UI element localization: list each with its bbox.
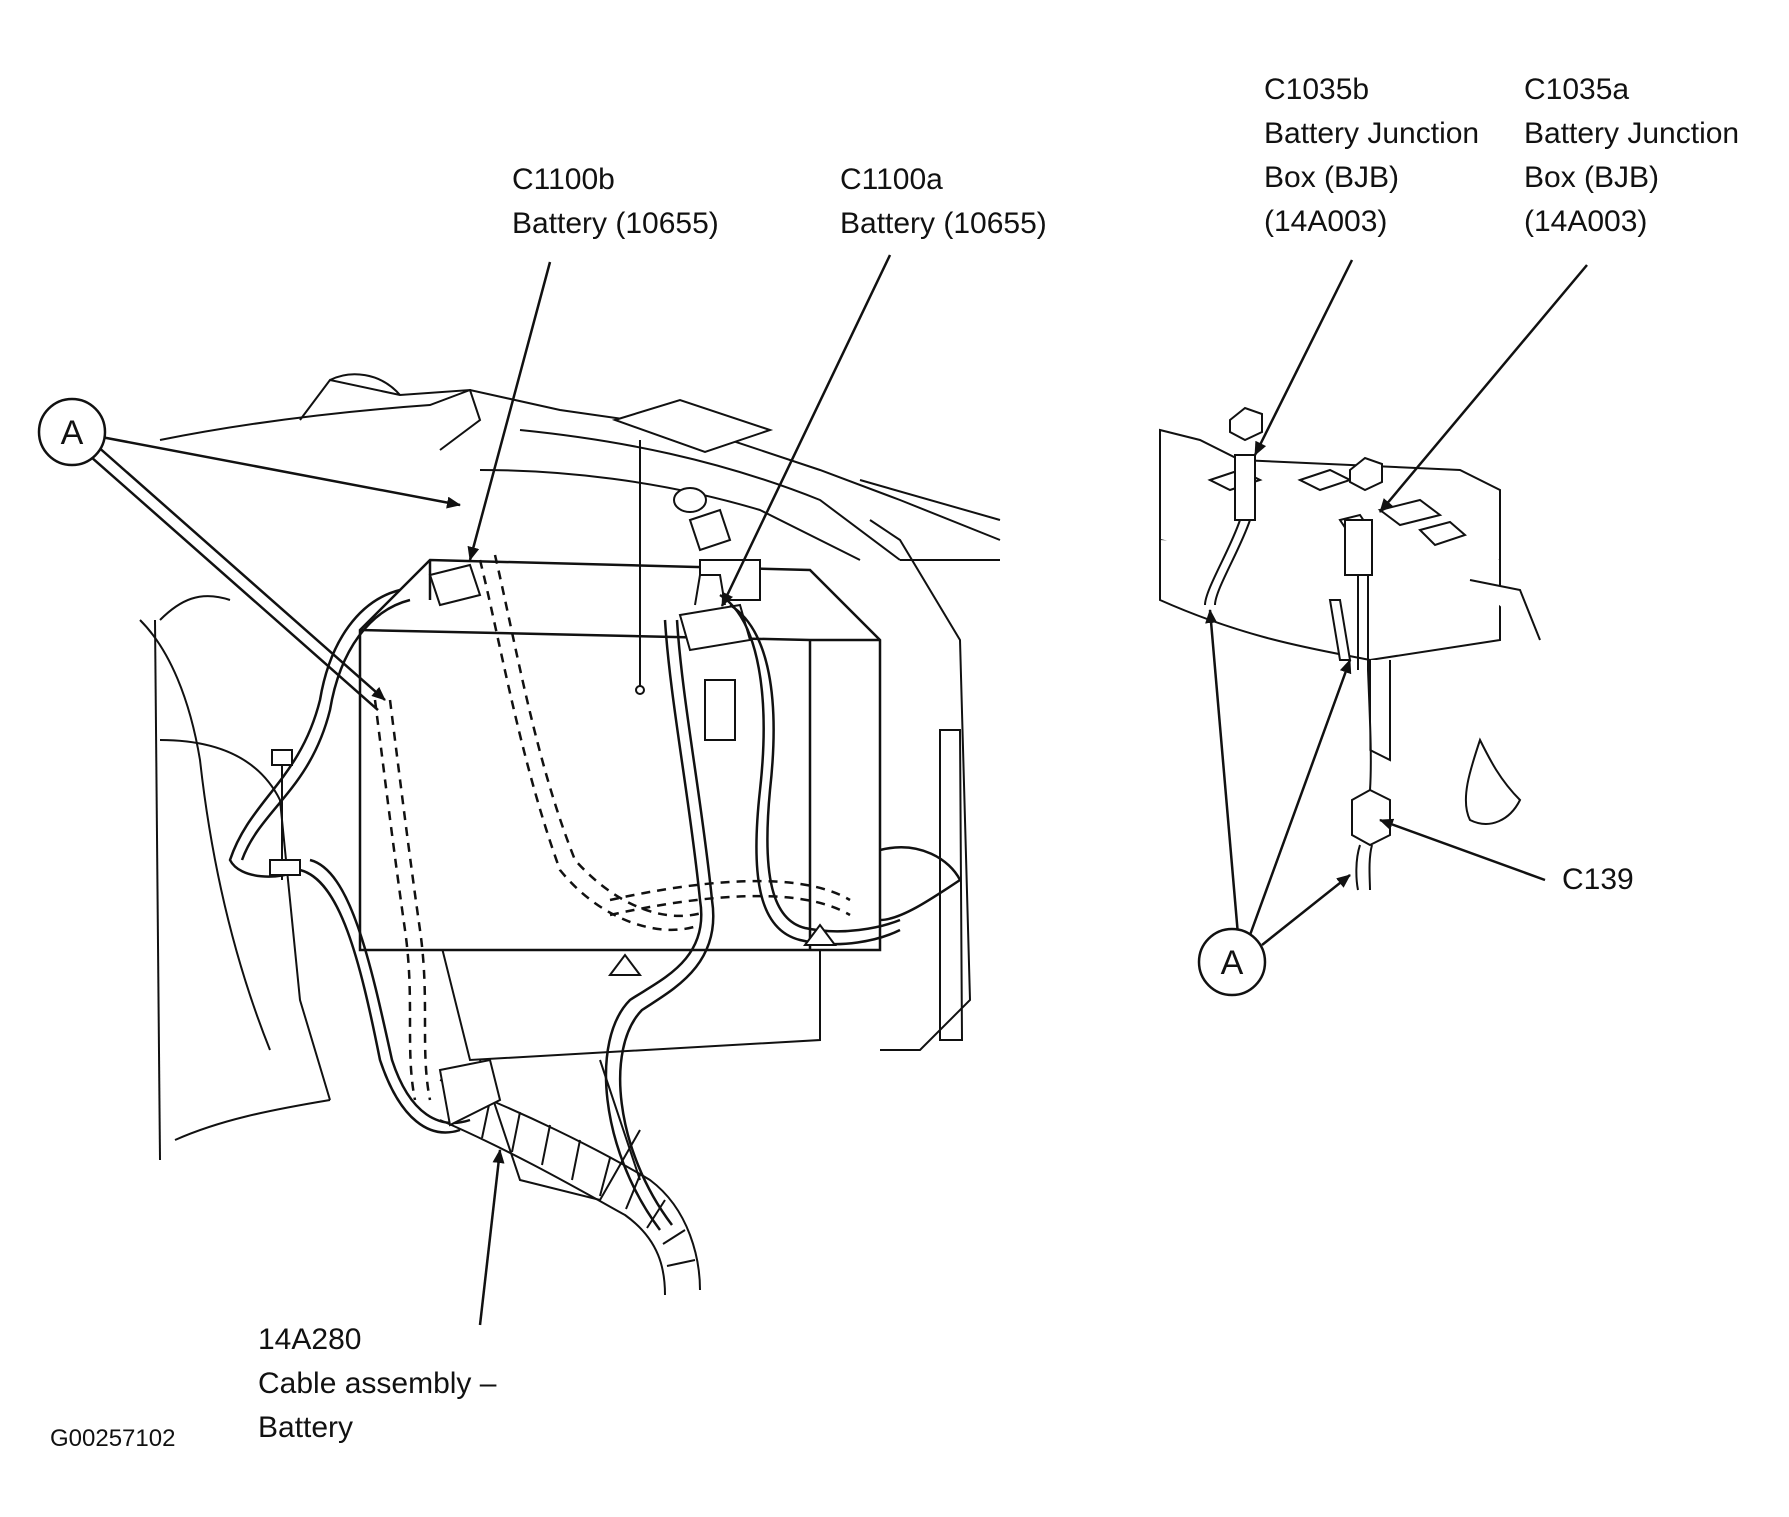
label-c1035a-code: C1035a (1524, 73, 1630, 106)
label-c1100b-name: Battery (10655) (512, 207, 719, 240)
battery-cables (228, 588, 962, 1231)
label-c1035b-code: C1035b (1264, 73, 1370, 106)
label-cable-assembly: 14A280 Cable assembly – Battery (258, 1318, 496, 1450)
callout-a-left: A (37, 397, 107, 467)
label-c1100b-code: C1100b (512, 163, 615, 196)
callout-a-right-text: A (1221, 944, 1244, 982)
figure-id: G00257102 (50, 1425, 176, 1452)
label-c1100a-code: C1100a (840, 163, 943, 196)
battery-junction-box (1159, 428, 1541, 825)
label-c1100a-name: Battery (10655) (840, 207, 1047, 240)
label-c1100a: C1100a Battery (10655) (840, 158, 1047, 246)
label-c1035b: C1035b Battery Junction Box (BJB) (14A00… (1264, 68, 1479, 244)
cable-assembly-harness (438, 1058, 701, 1296)
ground-bolt (269, 749, 837, 976)
label-c1035a-line1: Battery Junction (1524, 117, 1740, 150)
label-c139: C139 (1562, 858, 1634, 902)
label-c1035b-line1: Battery Junction (1264, 117, 1480, 150)
label-cable-line1: Cable assembly – (258, 1367, 497, 1400)
callout-a-left-text: A (61, 414, 84, 452)
battery-terminals (428, 563, 752, 652)
label-c1100b: C1100b Battery (10655) (512, 158, 719, 246)
label-c139-code: C139 (1562, 863, 1634, 896)
label-c1035a: C1035a Battery Junction Box (BJB) (14A00… (1524, 68, 1739, 244)
callout-a-right: A (1197, 927, 1267, 997)
leader-lines (89, 254, 1588, 1326)
label-c1035b-line3: (14A003) (1264, 205, 1388, 238)
hidden-cable-routing (373, 554, 851, 1101)
label-c1035a-line3: (14A003) (1524, 205, 1648, 238)
label-c1035b-line2: Box (BJB) (1264, 161, 1400, 194)
engine-bay-outline (139, 373, 1001, 1202)
label-cable-code: 14A280 (258, 1323, 362, 1356)
label-c1035a-line2: Box (BJB) (1524, 161, 1660, 194)
bjb-studs (1204, 406, 1391, 891)
battery (358, 558, 882, 952)
label-cable-line2: Battery (258, 1411, 354, 1444)
